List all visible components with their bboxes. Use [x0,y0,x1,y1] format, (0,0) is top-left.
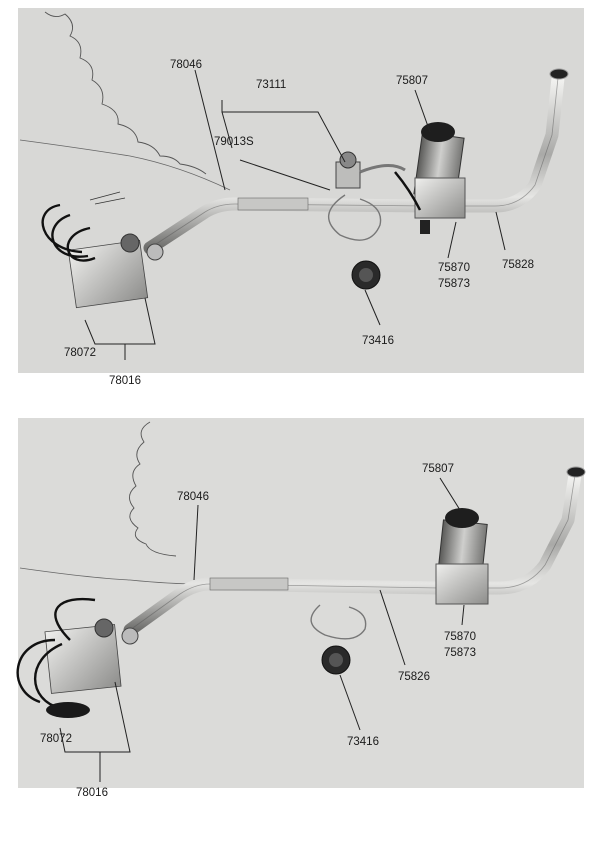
bottom-label-78016: 78016 [76,787,108,799]
top-label-75870: 75870 [438,262,470,274]
top-assembly [19,11,569,309]
top-label-78072: 78072 [64,347,96,359]
top-label-78016: 78016 [109,375,141,387]
bottom-photo-panel [18,418,584,788]
bottom-strainer [310,604,367,675]
bottom-pump [435,508,489,605]
top-float-wire [44,11,207,175]
top-pump [394,122,466,234]
bottom-label-73416: 73416 [347,736,379,748]
top-label-73111: 73111 [256,79,286,91]
bottom-sender-block [16,597,139,718]
top-tube-end [549,68,569,80]
bottom-label-78072: 78072 [40,733,72,745]
top-strainer [328,194,382,290]
bottom-label-75870: 75870 [444,631,476,643]
top-label-79013S: 79013S [214,136,254,148]
bottom-sleeve [209,577,289,591]
top-label-75828: 75828 [502,259,534,271]
top-leader-lines [84,69,506,360]
top-label-78046: 78046 [170,59,202,71]
top-sleeve [237,197,309,211]
bottom-label-75826: 75826 [398,671,430,683]
bottom-label-75807: 75807 [422,463,454,475]
bottom-label-78046: 78046 [177,491,209,503]
top-valve [335,151,406,189]
bottom-label-75873: 75873 [444,647,476,659]
top-sender-block [41,191,164,309]
bottom-leader-lines [59,477,465,782]
top-float-wire-lower [19,139,231,191]
top-label-75807: 75807 [396,75,428,87]
bottom-float-wire [129,421,177,557]
bottom-float-wire-lower [19,567,201,585]
top-label-73416: 73416 [362,335,394,347]
bottom-assembly [16,421,586,718]
top-label-75873: 75873 [438,278,470,290]
top-photo-panel [18,8,584,373]
bottom-tube-end [566,466,586,478]
